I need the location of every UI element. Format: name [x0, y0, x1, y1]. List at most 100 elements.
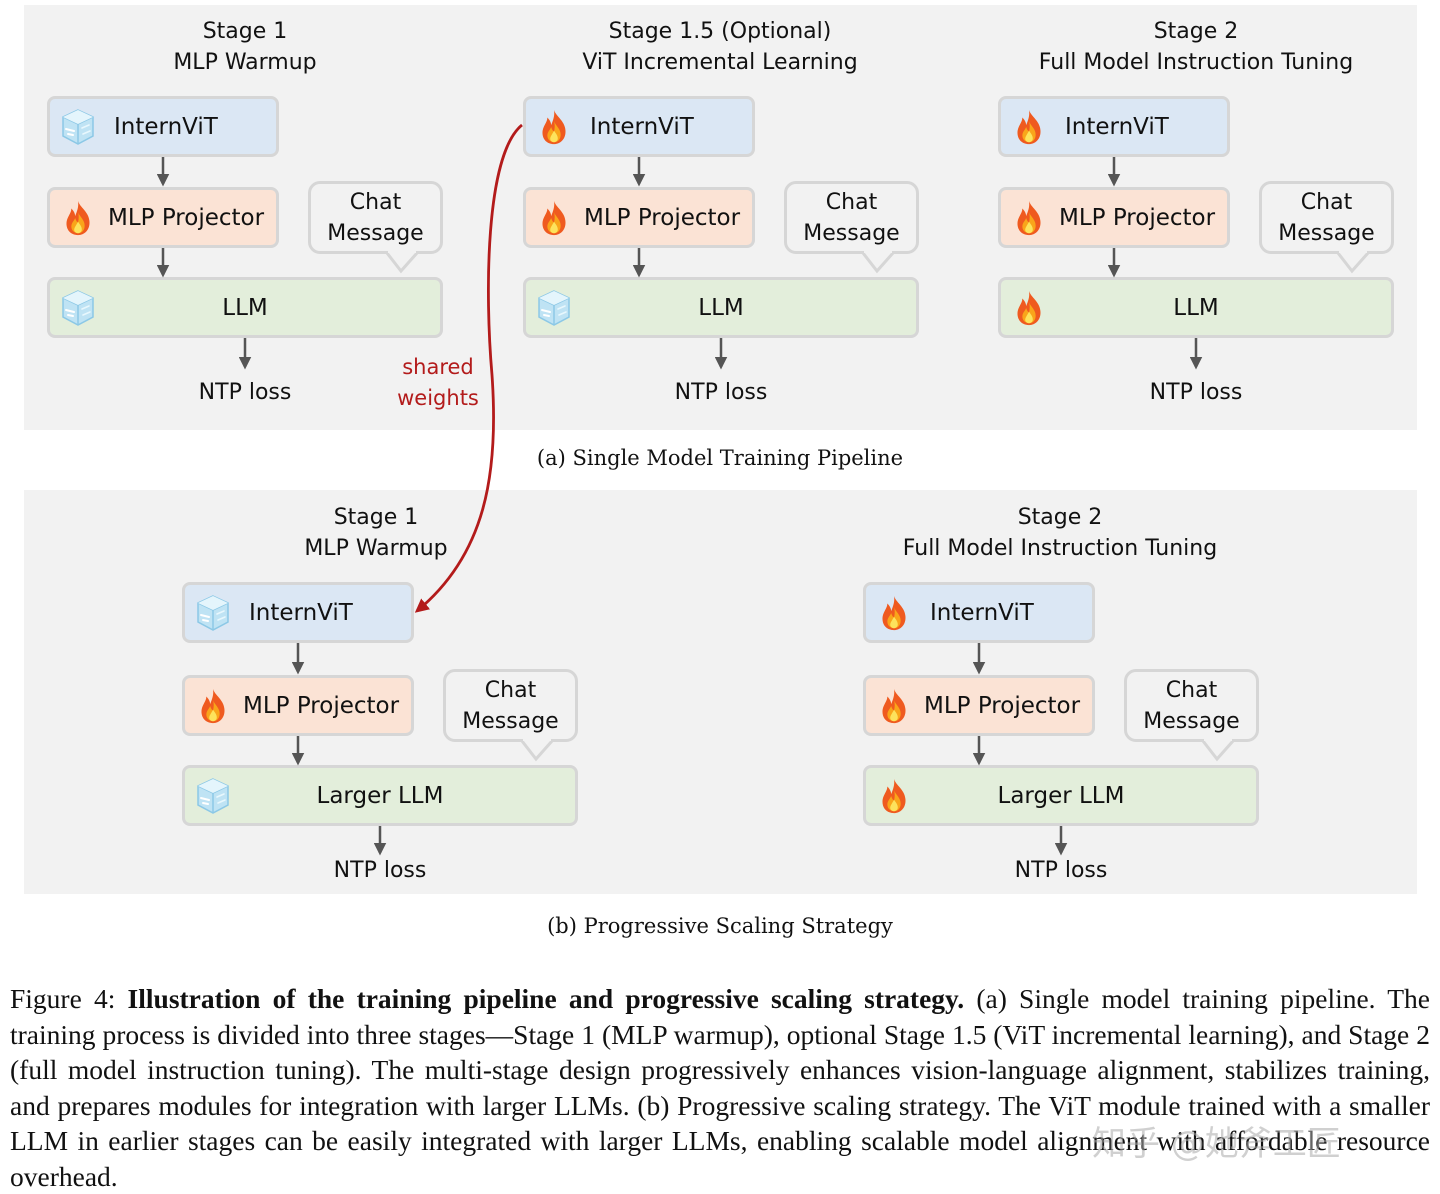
chat-line-2: Message: [803, 221, 900, 246]
figure-caption: Figure 4: Illustration of the training p…: [10, 981, 1430, 1194]
llm-label: LLM: [698, 294, 744, 321]
chat-message-bubble: Chat Message: [1259, 181, 1394, 254]
arrow-down: [156, 248, 170, 278]
panel-a-caption: (a) Single Model Training Pipeline: [536, 446, 904, 470]
stage-subtitle: MLP Warmup: [173, 50, 317, 75]
internvit-label: InternViT: [1065, 113, 1169, 140]
internvit-box: InternViT: [863, 582, 1095, 643]
llm-label: LLM: [222, 294, 268, 321]
arrow-down: [1107, 157, 1121, 187]
stage-name: Stage 1.5 (Optional): [608, 19, 832, 44]
arrow-down: [1107, 248, 1121, 278]
stage-subtitle: ViT Incremental Learning: [582, 50, 858, 75]
chat-line-2: Message: [327, 221, 424, 246]
chat-line-1: Chat: [825, 190, 878, 215]
fire-icon: [1011, 108, 1047, 146]
chat-bubble-tail: [1201, 739, 1235, 762]
mlp-projector-label: MLP Projector: [243, 692, 400, 719]
mlp-projector-box: MLP Projector: [863, 675, 1095, 736]
ntp-loss-label: NTP loss: [674, 380, 768, 405]
ice-cube-icon: [60, 108, 96, 146]
stage-title: Stage 1 MLP Warmup: [226, 502, 526, 564]
internvit-label: InternViT: [114, 113, 218, 140]
figure-caption-prefix: Figure 4:: [10, 983, 128, 1014]
arrow-down: [714, 338, 728, 370]
stage-name: Stage 1: [202, 19, 288, 44]
chat-message-bubble: Chat Message: [1124, 669, 1259, 742]
arrow-down: [972, 736, 986, 766]
larger-llm-box: Larger LLM: [863, 765, 1259, 826]
stage-name: Stage 2: [1017, 505, 1103, 530]
fire-icon: [536, 108, 572, 146]
arrow-down: [1054, 826, 1068, 856]
stage-name: Stage 1: [333, 505, 419, 530]
mlp-projector-label: MLP Projector: [924, 692, 1081, 719]
arrow-down: [972, 643, 986, 675]
arrow-down: [373, 826, 387, 856]
mlp-projector-label: MLP Projector: [1059, 204, 1216, 231]
chat-message-bubble: Chat Message: [784, 181, 919, 254]
fire-icon: [876, 594, 912, 632]
llm-box: LLM: [47, 277, 443, 338]
chat-bubble-tail: [520, 739, 554, 762]
arrow-down: [1189, 338, 1203, 370]
panel-b-caption: (b) Progressive Scaling Strategy: [547, 914, 893, 938]
shared-weights-label: shared weights: [388, 352, 488, 414]
mlp-projector-label: MLP Projector: [584, 204, 741, 231]
mlp-projector-box: MLP Projector: [182, 675, 414, 736]
chat-line-1: Chat: [484, 678, 537, 703]
stage-title: Stage 1.5 (Optional) ViT Incremental Lea…: [500, 16, 940, 78]
stage-subtitle: Full Model Instruction Tuning: [1038, 50, 1354, 75]
chat-line-1: Chat: [1165, 678, 1218, 703]
arrow-down: [291, 736, 305, 766]
ntp-loss-label: NTP loss: [1014, 858, 1108, 883]
arrow-down: [291, 643, 305, 675]
shared-weights-line-1: shared: [402, 355, 474, 379]
internvit-label: InternViT: [930, 599, 1034, 626]
arrow-down: [156, 157, 170, 187]
chat-bubble-tail: [385, 251, 419, 274]
stage-title: Stage 2 Full Model Instruction Tuning: [990, 16, 1402, 78]
chat-message-bubble: Chat Message: [308, 181, 443, 254]
ntp-loss-label: NTP loss: [333, 858, 427, 883]
llm-box: LLM: [523, 277, 919, 338]
internvit-box: InternViT: [523, 96, 755, 157]
internvit-box: InternViT: [47, 96, 279, 157]
mlp-projector-label: MLP Projector: [108, 204, 265, 231]
shared-weights-line-2: weights: [397, 386, 479, 410]
arrow-down: [632, 248, 646, 278]
figure-caption-body: (a) Single model training pipeline. The …: [10, 983, 1430, 1192]
llm-box: LLM: [998, 277, 1394, 338]
internvit-box: InternViT: [182, 582, 414, 643]
watermark: 知乎 @她斧工匠: [1092, 1124, 1341, 1164]
shared-weights-arrow: [414, 123, 523, 613]
internvit-label: InternViT: [249, 599, 353, 626]
arrow-down: [238, 338, 252, 370]
fire-icon: [195, 687, 231, 725]
chat-line-1: Chat: [1300, 190, 1353, 215]
stage-subtitle: Full Model Instruction Tuning: [902, 536, 1218, 561]
chat-line-2: Message: [1278, 221, 1375, 246]
arrow-down: [632, 157, 646, 187]
ntp-loss-label: NTP loss: [1149, 380, 1243, 405]
stage-name: Stage 2: [1153, 19, 1239, 44]
ice-cube-icon: [195, 594, 231, 632]
chat-bubble-tail: [1336, 251, 1370, 274]
llm-label: LLM: [1173, 294, 1219, 321]
chat-line-2: Message: [1143, 709, 1240, 734]
larger-llm-box: Larger LLM: [182, 765, 578, 826]
larger-llm-label: Larger LLM: [316, 782, 444, 809]
mlp-projector-box: MLP Projector: [998, 187, 1230, 248]
fire-icon: [876, 687, 912, 725]
mlp-projector-box: MLP Projector: [523, 187, 755, 248]
fire-icon: [60, 199, 96, 237]
chat-line-1: Chat: [349, 190, 402, 215]
internvit-label: InternViT: [590, 113, 694, 140]
chat-line-2: Message: [462, 709, 559, 734]
stage-title: Stage 1 MLP Warmup: [47, 16, 443, 78]
fire-icon: [1011, 199, 1047, 237]
chat-bubble-tail: [861, 251, 895, 274]
mlp-projector-box: MLP Projector: [47, 187, 279, 248]
internvit-box: InternViT: [998, 96, 1230, 157]
chat-message-bubble: Chat Message: [443, 669, 578, 742]
